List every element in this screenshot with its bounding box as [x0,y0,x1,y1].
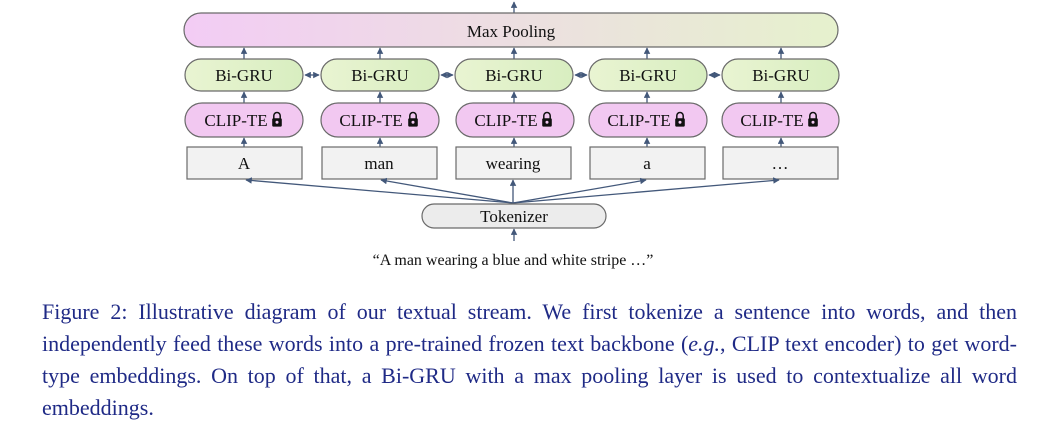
token-row: A man wearing a … [186,146,839,180]
token-to-clip-arrows [240,137,785,147]
bi-gru-label: Bi-GRU [351,66,409,85]
bi-gru-row: Bi-GRU Bi-GRU Bi-GRU Bi-GRU Bi-GRU [184,58,840,92]
clip-te-cell: CLIP-TE [184,102,304,138]
tokenizer-label: Tokenizer [480,207,548,226]
tokenizer-fanout-arrows [245,177,780,204]
token-text: wearing [486,154,541,173]
clip-te-label: CLIP-TE [607,111,670,130]
lock-icon [272,111,282,127]
bi-gru-cell: Bi-GRU [320,58,440,92]
token-box: … [722,146,839,180]
clip-te-label: CLIP-TE [474,111,537,130]
clip-te-cell: CLIP-TE [721,102,840,138]
lock-icon [408,111,418,127]
token-text: A [238,154,251,173]
token-box: a [589,146,706,180]
clip-te-cell: CLIP-TE [455,102,575,138]
bi-gru-cell: Bi-GRU [454,58,574,92]
clip-te-label: CLIP-TE [204,111,267,130]
input-sentence: “A man wearing a blue and white stripe …… [373,252,654,269]
token-box: wearing [455,146,572,180]
gru-to-pool-arrows [240,47,785,59]
caption-eg: e.g. [688,331,721,356]
clip-te-label: CLIP-TE [339,111,402,130]
bi-gru-label: Bi-GRU [619,66,677,85]
clip-te-row: CLIP-TE CLIP-TE CLIP-TE [184,102,840,138]
bi-gru-label: Bi-GRU [752,66,810,85]
token-text: a [643,154,651,173]
clip-to-gru-arrows [240,91,785,103]
caption-text-2: , CLIP text encoder) to get word-type em… [42,331,1017,420]
token-text: … [772,154,789,173]
clip-te-cell: CLIP-TE [320,102,440,138]
bi-gru-label: Bi-GRU [215,66,273,85]
bi-gru-cell: Bi-GRU [184,58,304,92]
textual-stream-diagram: Max Pooling Bi-GRU Bi-GRU Bi-GRU Bi-GRU … [183,1,840,269]
lock-icon [808,111,818,127]
lock-icon [675,111,685,127]
clip-te-label: CLIP-TE [740,111,803,130]
max-pooling-layer: Max Pooling [183,12,839,48]
bi-gru-label: Bi-GRU [485,66,543,85]
max-pooling-label: Max Pooling [467,22,556,41]
clip-te-cell: CLIP-TE [588,102,708,138]
lock-icon [542,111,552,127]
caption-text-1: Figure 2: Illustrative diagram of our te… [42,299,1017,356]
token-box: A [186,146,303,180]
tokenizer-block: Tokenizer [421,203,607,229]
bi-gru-cell: Bi-GRU [588,58,708,92]
token-box: man [321,146,438,180]
figure-caption: Figure 2: Illustrative diagram of our te… [42,296,1017,424]
token-text: man [364,154,394,173]
bi-gru-cell: Bi-GRU [721,58,840,92]
